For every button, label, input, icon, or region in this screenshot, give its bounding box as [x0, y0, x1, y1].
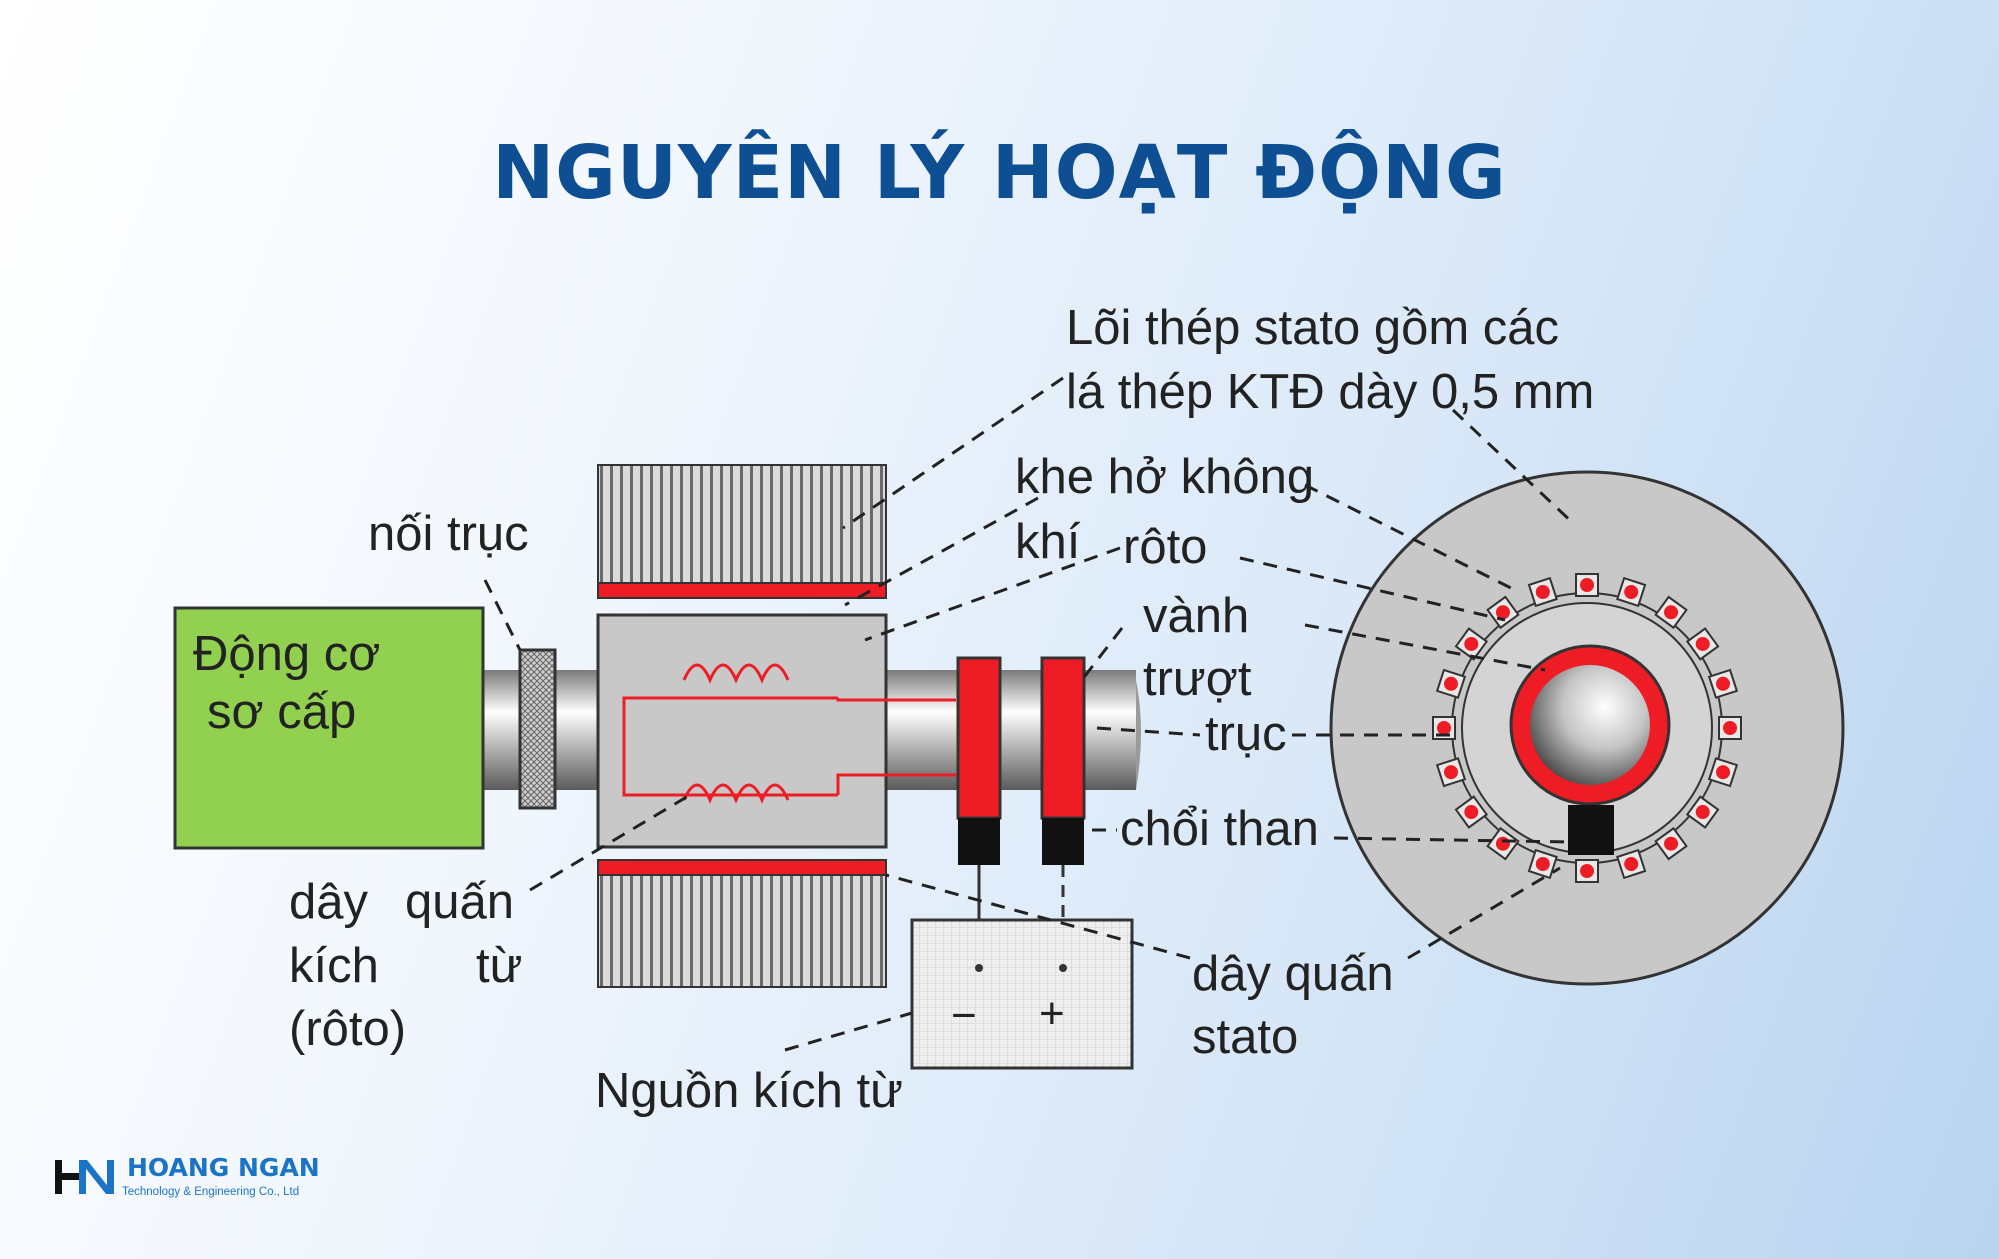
labels: nối trục Lõi thép stato gồm các lá thép … — [289, 301, 1594, 1118]
stator-conductor — [1716, 676, 1731, 691]
stator-core-top — [597, 464, 887, 584]
slip-ring-1 — [956, 656, 1002, 865]
brand-block: HOANG NGAN Technology & Engineering Co.,… — [55, 1153, 320, 1198]
stator-conductor — [1695, 805, 1710, 820]
stator-conductor — [1464, 636, 1479, 651]
minus-sign: − — [951, 991, 977, 1040]
field-winding-word-2: quấn — [405, 875, 514, 929]
stator-winding-label-line1: dây quấn — [1192, 947, 1394, 1001]
field-winding-word-1: dây — [289, 875, 369, 929]
stator-core-label-line2: lá thép KTĐ dày 0,5 mm — [1066, 365, 1594, 419]
svg-text:dây quấn kích: dây quấn kích từ (rôto) — [289, 875, 536, 1056]
excitation-source-box — [910, 918, 1134, 1070]
stator-conductor — [1695, 636, 1710, 651]
stator-conductor — [1624, 857, 1639, 872]
svg-text:Động cơ sơ cấp: Động cơ sơ cấp — [193, 627, 394, 739]
stator-winding-label-line2: stato — [1192, 1010, 1298, 1064]
slip-ring-2 — [1040, 656, 1086, 865]
rotor-body — [596, 613, 888, 849]
stator-conductor — [1624, 584, 1639, 599]
cross-section — [1329, 470, 1845, 986]
stator-conductor — [1580, 578, 1594, 592]
stator-conductor — [1664, 605, 1679, 620]
stator-core-label-line1: Lõi thép stato gồm các — [1066, 301, 1559, 355]
leader-lines — [483, 376, 1577, 1052]
stator-conductor — [1443, 676, 1458, 691]
stator-conductor — [1723, 721, 1737, 735]
brush-2 — [1042, 818, 1084, 865]
brush-section — [1568, 805, 1614, 855]
coupling — [518, 648, 557, 810]
coupling-label: nối trục — [368, 507, 529, 561]
side-view: Động cơ sơ cấp — [173, 464, 1141, 1070]
brand-name: HOANG NGAN — [127, 1153, 320, 1182]
prime-mover-label-line1: Động cơ — [193, 627, 380, 681]
field-winding-word-4: từ — [476, 939, 522, 993]
stator-conductor — [1443, 765, 1458, 780]
prime-mover-box — [173, 606, 485, 850]
stator-conductor — [1535, 857, 1550, 872]
stator-conductor — [1464, 805, 1479, 820]
stator-conductor — [1495, 836, 1510, 851]
stator-conductor — [1580, 864, 1594, 878]
field-winding-word-3: kích — [289, 939, 379, 993]
stator-conductor — [1535, 584, 1550, 599]
svg-text:khe hở không khí: khe hở không khí — [1015, 450, 1328, 569]
hn-logo-icon — [55, 1160, 114, 1194]
air-gap-label-line1: khe hở không — [1015, 450, 1314, 504]
slip-rings-label-line2: trượt — [1143, 652, 1252, 706]
page-title: NGUYÊN LÝ HOẠT ĐỘNG — [492, 130, 1507, 216]
brush-1 — [958, 818, 1000, 865]
stator-winding-bottom — [597, 859, 887, 876]
brand-tagline: Technology & Engineering Co., Ltd — [122, 1186, 299, 1198]
slip-rings-label-line1: vành — [1143, 589, 1249, 643]
plus-sign: + — [1039, 989, 1065, 1038]
stator-slots — [1432, 573, 1742, 883]
shaft-section — [1530, 665, 1650, 785]
svg-text:dây quấn stato: dây quấn stato — [1192, 947, 1407, 1064]
stator-core-bottom — [597, 874, 887, 988]
stator-conductor — [1664, 836, 1679, 851]
shaft-label: trục — [1205, 707, 1287, 761]
brushes-label: chổi than — [1120, 802, 1319, 856]
air-gap-label-line2: khí — [1015, 515, 1081, 569]
stator-conductor — [1495, 605, 1510, 620]
stator-winding-top — [597, 582, 887, 599]
rotor-label: rôto — [1123, 520, 1207, 574]
field-winding-word-5: (rôto) — [289, 1002, 406, 1056]
stator-conductor — [1437, 721, 1451, 735]
svg-text:Lõi thép stato gồm các l: Lõi thép stato gồm các lá thép KTĐ dày 0… — [1066, 301, 1594, 419]
svg-text:vành trượt: vành trượt — [1143, 589, 1263, 706]
field-winding — [622, 663, 956, 804]
stator-conductor — [1716, 765, 1731, 780]
prime-mover-label-line2: sơ cấp — [207, 685, 356, 739]
excitation-source-label: Nguồn kích từ — [595, 1064, 903, 1118]
